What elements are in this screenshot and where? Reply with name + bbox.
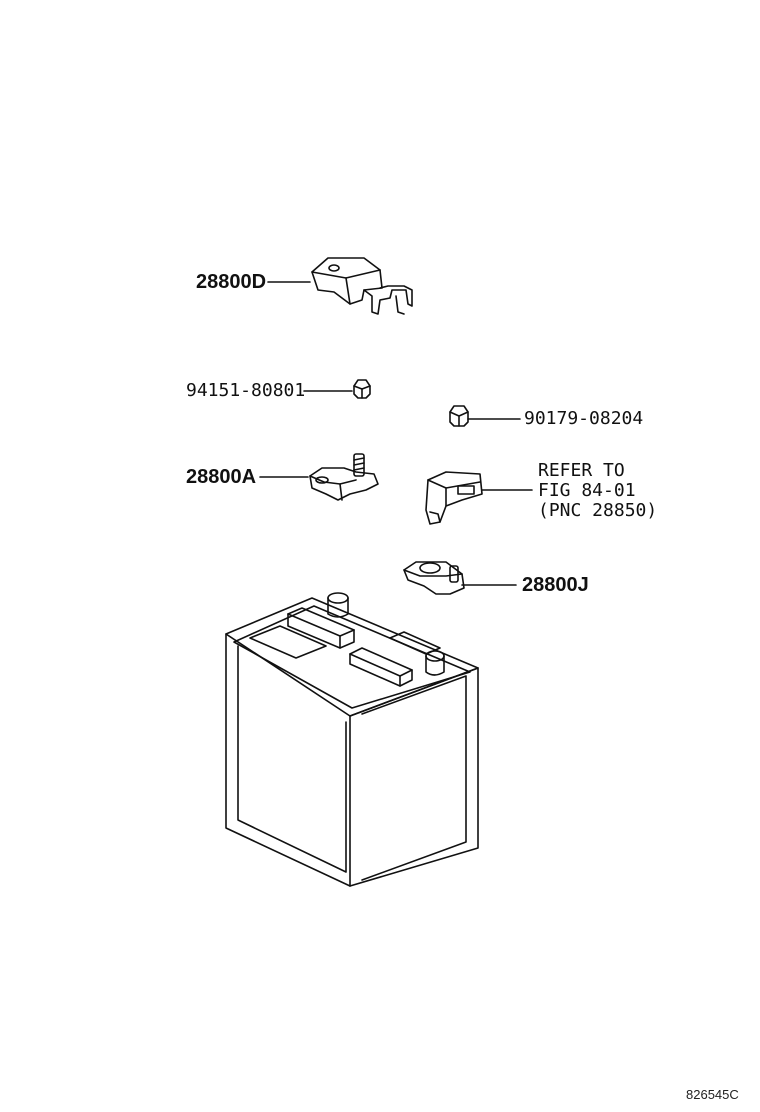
figure-code: 826545C [686,1087,739,1102]
negative-terminal-clamp-part [403,561,465,595]
part-number-90179-08204: 90179-08204 [524,408,644,429]
terminal-cover-part [311,257,413,315]
refer-line-3: (PNC 28850) [538,500,658,521]
part-number-94151-80801: 94151-80801 [186,380,306,401]
part-number-28800J: 28800J [522,574,589,596]
part-number-28800D: 28800D [196,271,267,293]
battery-part [225,592,479,887]
refer-line-1: REFER TO [538,460,625,481]
nut-90179-part [449,405,469,427]
positive-terminal-clamp-part [309,453,379,501]
nut-94151-part [353,379,371,399]
connector-part [425,471,483,525]
refer-line-2: FIG 84-01 [538,480,636,501]
part-number-28800A: 28800A [186,466,257,488]
